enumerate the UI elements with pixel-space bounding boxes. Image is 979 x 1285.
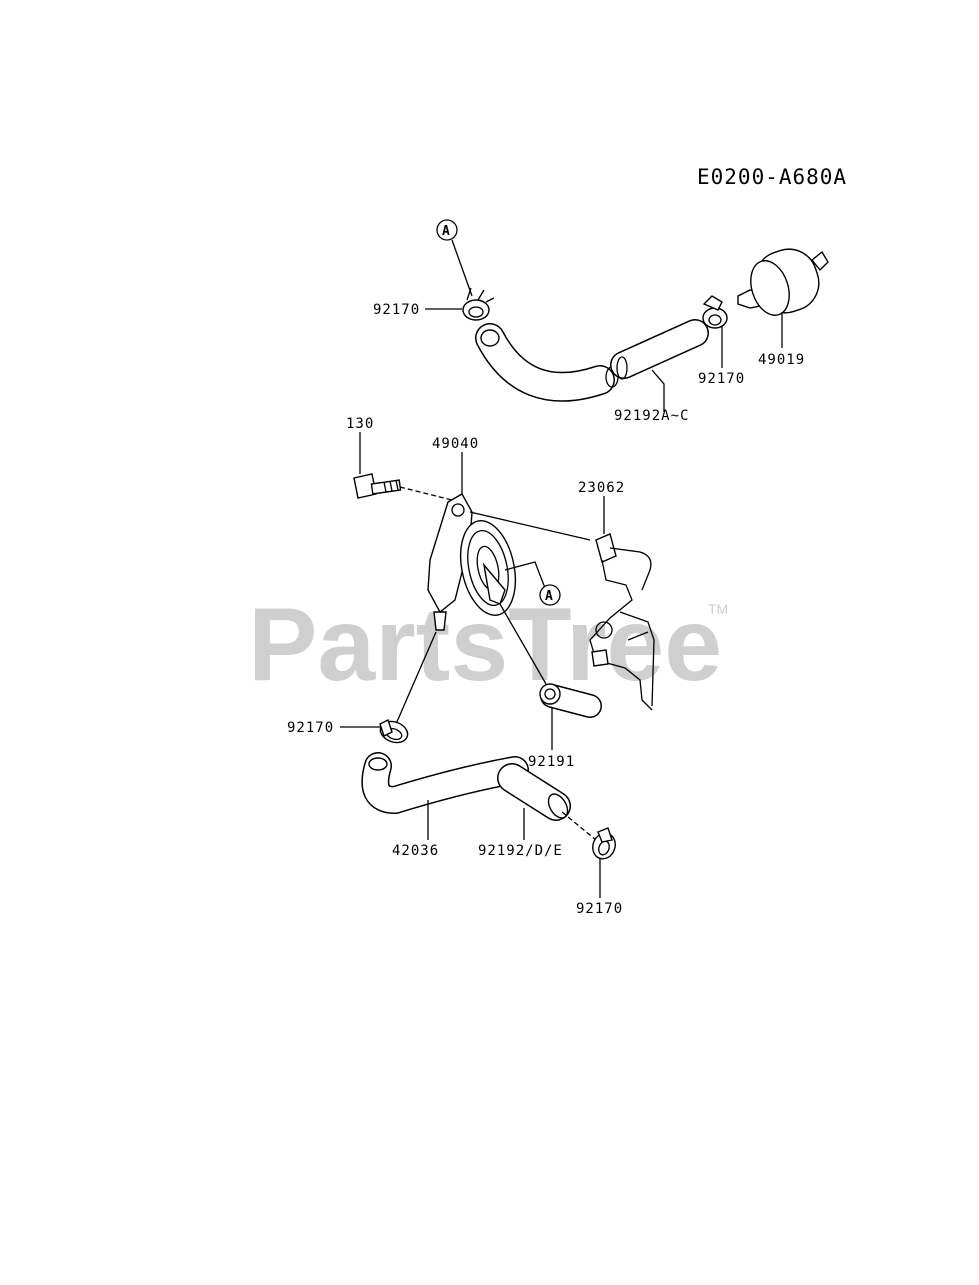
svg-text:A: A [545, 589, 553, 604]
clamp-bottom [592, 827, 616, 860]
label-cap: 92191 [528, 754, 575, 770]
clamp-mid-left [379, 719, 409, 744]
label-hose-top: 92192A~C [614, 408, 689, 424]
ref-marker-a-top: A [436, 219, 473, 297]
label-fuel-pump: 49040 [432, 436, 479, 452]
diagram-code: E0200-A680A [697, 165, 847, 189]
label-clamp-top-left: 92170 [373, 302, 420, 318]
watermark-trademark: TM [708, 601, 728, 617]
svg-text:A: A [442, 224, 450, 239]
cap [539, 683, 602, 718]
clamp-top-left [462, 287, 495, 321]
label-clamp-mid-left: 92170 [287, 720, 334, 736]
pump-outlet-line [395, 631, 437, 725]
fuel-hose-lower [497, 763, 571, 821]
pump-cap-line [499, 603, 547, 685]
pump-to-bracket-line [469, 511, 591, 541]
label-clamp-bottom: 92170 [576, 901, 623, 917]
label-hose-bottom: 92192/D/E [478, 843, 563, 859]
label-bolt: 130 [346, 416, 374, 432]
bolt [353, 473, 402, 499]
label-clamp-top-right: 92170 [698, 371, 745, 387]
ref-marker-a-mid: A [504, 561, 561, 606]
leader-hose-top [651, 369, 665, 412]
fuel-hose-upper [475, 319, 709, 402]
label-fuel-filter: 49019 [758, 352, 805, 368]
label-bracket: 23062 [578, 480, 625, 496]
clamp-top-right [702, 295, 728, 329]
fuel-filter [737, 248, 829, 316]
bracket [589, 533, 655, 711]
bolt-axis [399, 486, 453, 501]
fuel-pump [427, 493, 517, 631]
fuel-pipe [361, 752, 529, 815]
label-pipe: 42036 [392, 843, 439, 859]
hose-to-clamp-line [561, 811, 597, 841]
